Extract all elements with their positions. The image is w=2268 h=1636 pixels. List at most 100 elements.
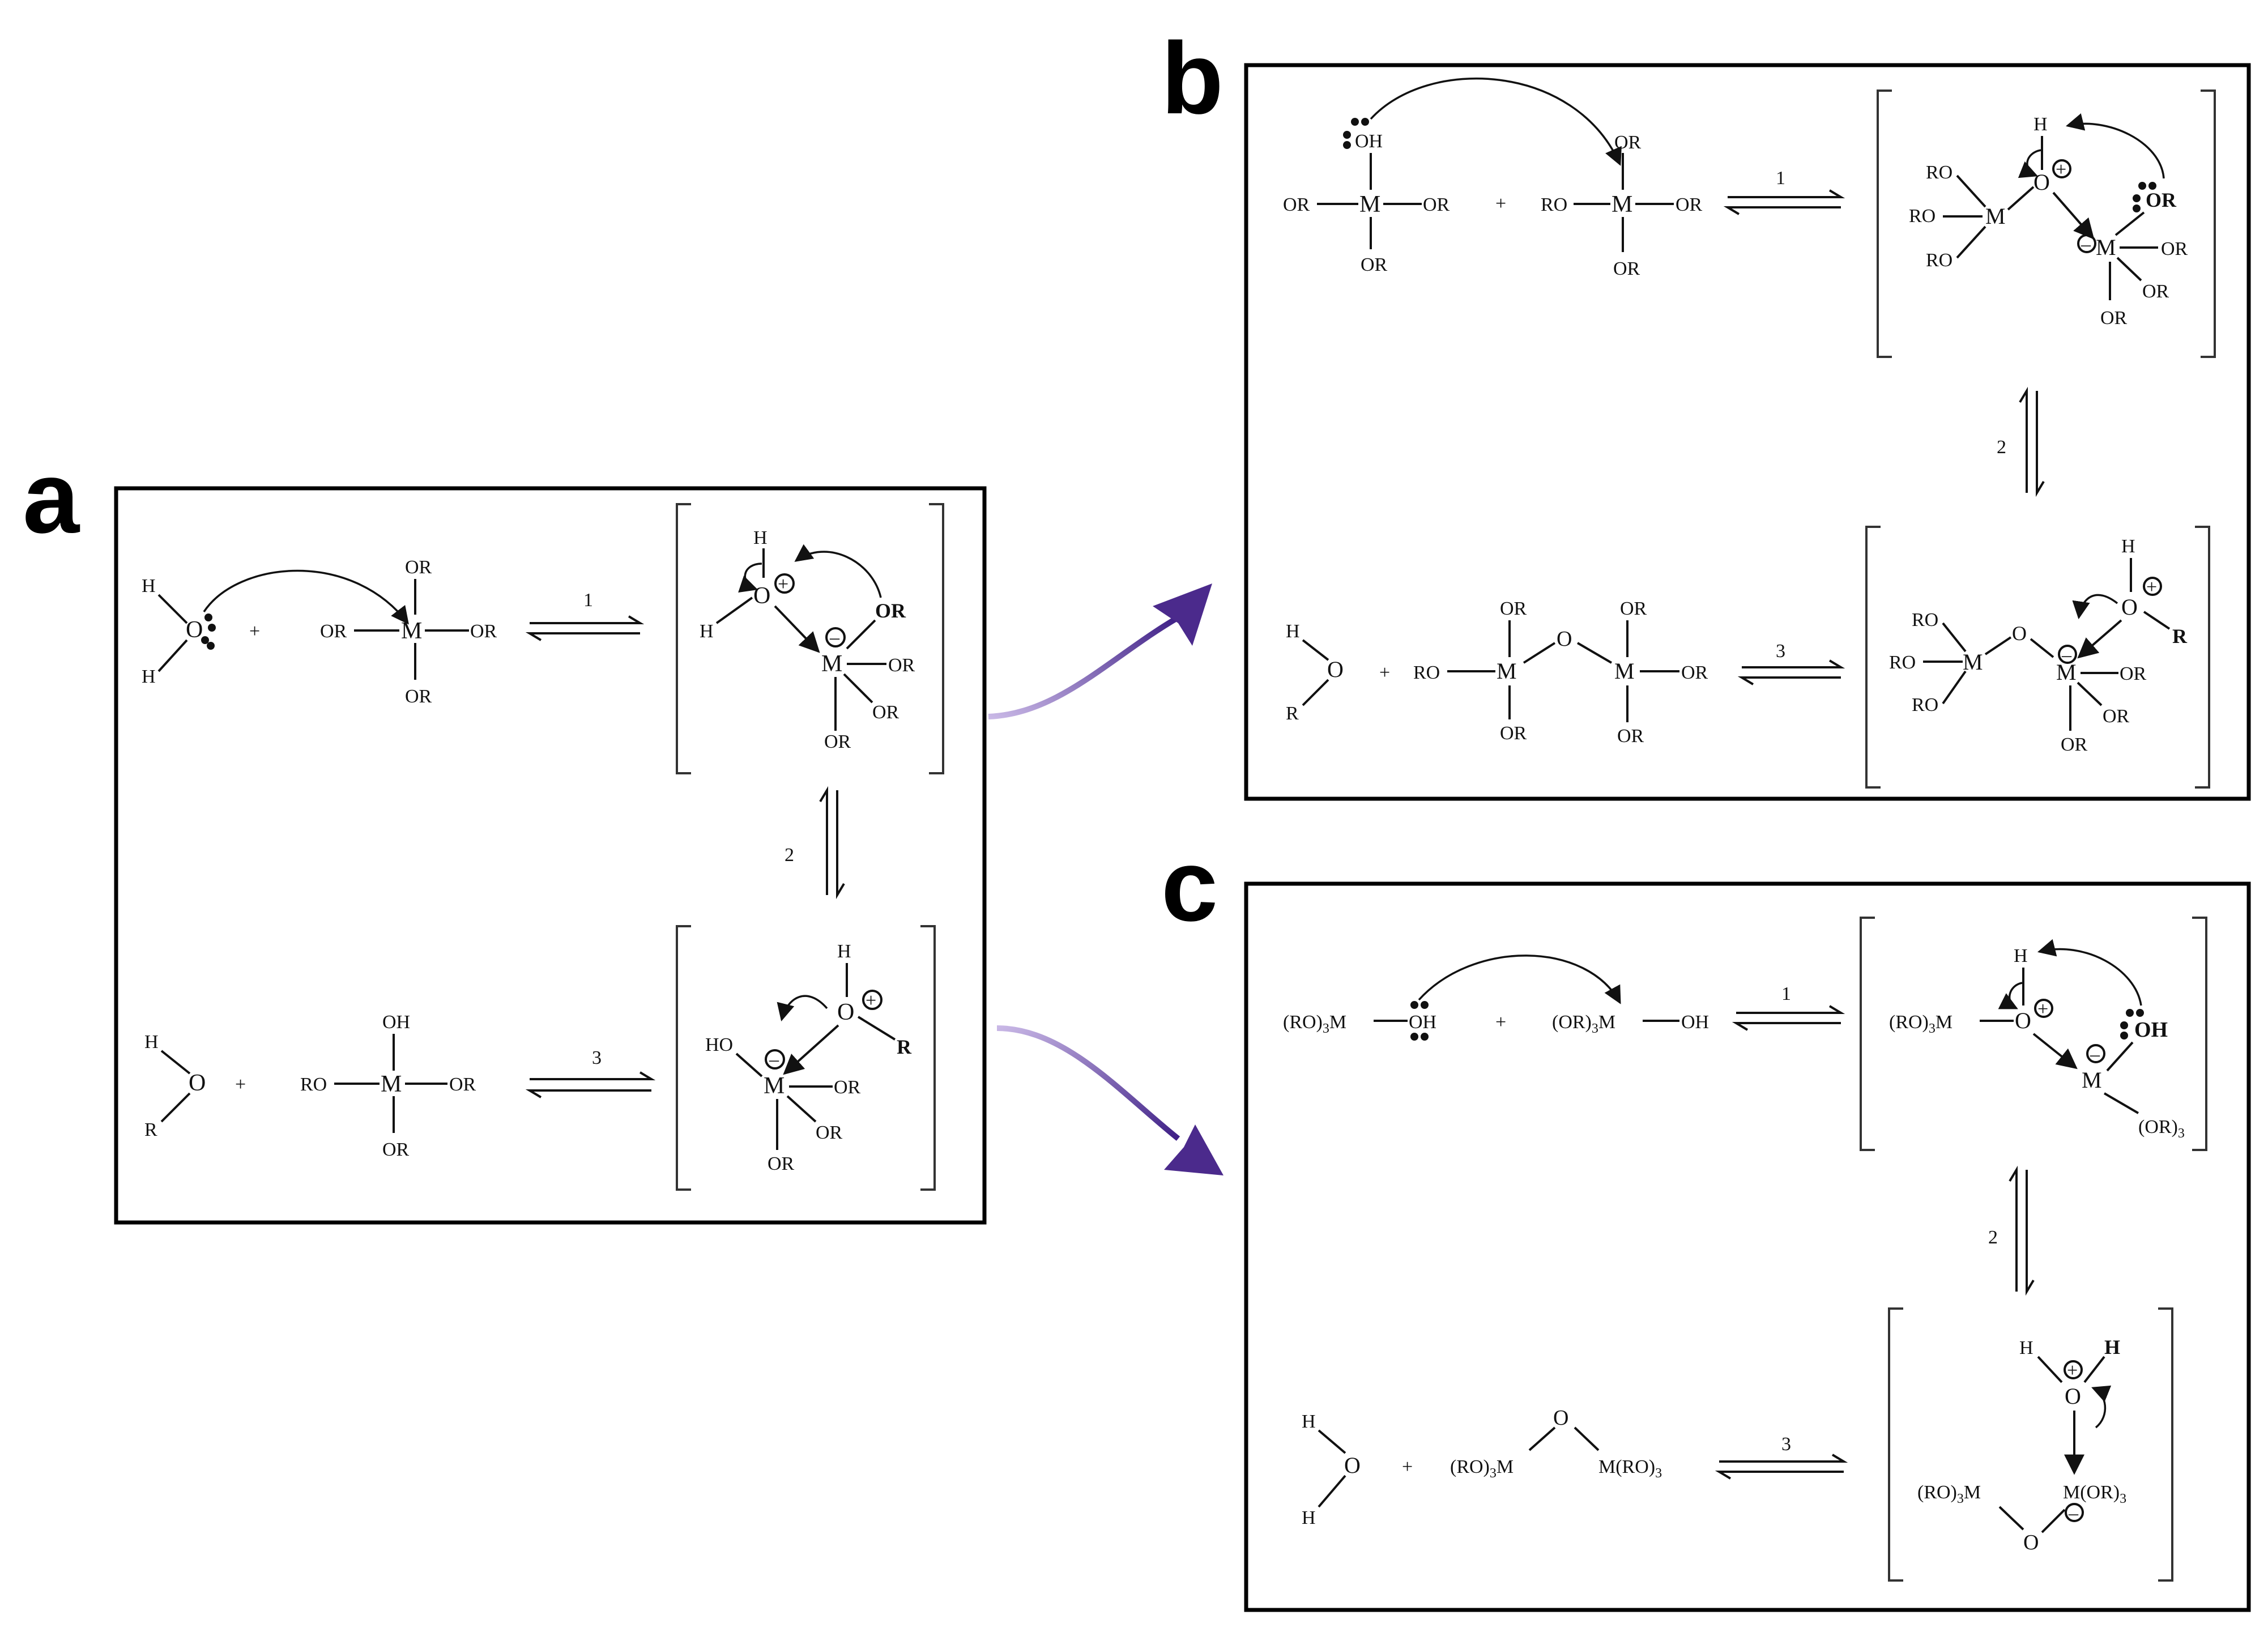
c-i1-or3: (OR) [2138, 1117, 2178, 1137]
c-intermediate-2: H H + O (RO)3M M(OR)3 – O [1888, 1307, 2173, 1582]
svg-text:–: – [2081, 234, 2091, 255]
a-equilibrium-1: 1 [525, 590, 645, 641]
a-i2-ho: HO [705, 1034, 733, 1055]
c-i1-ro3: (RO) [1889, 1012, 1929, 1033]
a-i2-o: O [837, 999, 854, 1025]
a-step-2: 2 [785, 845, 794, 866]
b-hydroxide-reactant: OH OR M OR OR [1283, 78, 1622, 275]
c-silanol-reactant-1: (RO)3M OH [1283, 955, 1621, 1041]
svg-text:(RO)3M: (RO)3M [1889, 1012, 1952, 1036]
b-i2-ro-3: RO [1912, 695, 1938, 715]
a-step-3: 3 [592, 1047, 602, 1068]
b-metal-alkoxide: OR RO M OR OR [1541, 132, 1703, 279]
c-i2-h-right: H [2104, 1336, 2120, 1358]
b-d-or-2r: OR [1681, 662, 1708, 683]
c-plus-1: + [1495, 1012, 1506, 1033]
a-equilibrium-2: 2 [785, 786, 845, 900]
b-equilibrium-1: 1 [1723, 168, 1845, 215]
a-metal-alkoxide: OR OR M OR OR [320, 557, 497, 707]
c-r1-oh: OH [1409, 1012, 1436, 1033]
b-i2-or-lower: OR [2103, 706, 2130, 727]
b-d-or-1t: OR [1500, 598, 1527, 619]
b-r2-or-bottom: OR [1613, 258, 1640, 279]
b-alcohol-product: H O R [1286, 621, 1344, 724]
c-i2-o: O [2065, 1383, 2081, 1409]
a-i1-h-left: H [700, 621, 714, 642]
a-i2-or-right: OR [834, 1077, 861, 1098]
b-plus-1: + [1495, 193, 1506, 214]
b-step-2: 2 [1997, 437, 2006, 458]
a-i2-r: R [897, 1036, 912, 1058]
b-r2-or-right: OR [1676, 194, 1703, 215]
b-i2-m-right: M [2056, 659, 2077, 685]
c-step-2: 2 [1988, 1227, 1998, 1248]
b-d-or-2t: OR [1620, 598, 1647, 619]
b-r1-or-left: OR [1283, 194, 1310, 215]
b-roh-r: R [1286, 703, 1299, 724]
a-hydroxide-product: OH RO M OR OR [300, 1012, 476, 1160]
b-plus-2: + [1379, 662, 1390, 683]
connector-arrow-a-to-c [996, 1025, 1180, 1141]
svg-text:–: – [2068, 1503, 2079, 1524]
panel-a-frame [114, 486, 987, 1225]
b-r2-ro-left: RO [1541, 194, 1567, 215]
a-p-or-bottom: OR [382, 1139, 410, 1160]
panel-b-scheme: OH OR M OR OR + OR RO M OR OR 1 [1283, 78, 2216, 789]
connector-arrowhead-a-to-b [1153, 583, 1212, 646]
b-equilibrium-2: 2 [1997, 386, 2045, 497]
c-w-h1: H [1302, 1411, 1316, 1432]
svg-text:–: – [829, 627, 840, 648]
b-r1-or-bottom: OR [1361, 254, 1388, 275]
b-i1-o: O [2033, 169, 2050, 195]
c-step-3: 3 [1781, 1434, 1791, 1455]
a-roh-o: O [189, 1070, 206, 1096]
a-i2-h: H [837, 941, 851, 962]
svg-text:–: – [2061, 645, 2072, 666]
panel-c-letter: c [1161, 829, 1218, 943]
a-alcohol-product: H O R [144, 1032, 206, 1140]
b-i2-o: O [2121, 594, 2138, 620]
a-i1-or-lower: OR [872, 702, 899, 723]
b-i1-m-right: M [2096, 235, 2116, 260]
a-roh-h: H [144, 1032, 159, 1053]
b-d-or-1b: OR [1500, 723, 1527, 744]
svg-text:M(RO)3: M(RO)3 [1598, 1456, 1662, 1481]
c-i2-ro3m: (RO) [1917, 1482, 1957, 1503]
b-r2-m: M [1612, 191, 1632, 218]
b-i1-or-bottom: OR [2100, 308, 2128, 329]
c-r2-or3: (OR) [1552, 1012, 1592, 1033]
panel-c-frame [1244, 881, 2251, 1612]
b-r1-or-right: OR [1423, 194, 1450, 215]
c-p-mro3: M(RO) [1598, 1456, 1655, 1477]
b-i1-ro-3: RO [1926, 250, 1952, 271]
panel-c-scheme: (RO)3M OH + (OR)3M OH 1 H (RO)3M O [1283, 917, 2207, 1582]
svg-text:(RO)3M: (RO)3M [1283, 1012, 1346, 1036]
a-i1-o: O [753, 583, 770, 609]
a-intermediate-2: H O + R HO – M OR OR OR [676, 925, 936, 1191]
b-r2-or-top: OR [1614, 132, 1642, 153]
b-i1-or-top: OR [2146, 189, 2177, 211]
c-i2-h-left: H [2019, 1337, 2033, 1358]
c-r2-oh: OH [1681, 1012, 1709, 1033]
a-equilibrium-3: 3 [525, 1047, 656, 1098]
a-i1-or-top: OR [875, 599, 906, 622]
b-d-o: O [1557, 627, 1572, 651]
svg-text:(OR)3: (OR)3 [2138, 1117, 2185, 1141]
a-water-reactant: H H O [142, 569, 409, 687]
c-i1-oh: OH [2134, 1018, 2168, 1042]
a-i1-or-bottom: OR [824, 731, 851, 752]
c-intermediate-1: H (RO)3M O + – M (OR)3 OH [1860, 917, 2207, 1151]
a-water-h1: H [142, 576, 156, 597]
c-p-ro3m: (RO) [1450, 1456, 1490, 1477]
b-d-m2: M [1614, 658, 1635, 684]
c-p-o: O [1553, 1406, 1568, 1430]
b-i1-m-left: M [1985, 203, 2006, 229]
a-i1-m: M [821, 651, 842, 677]
b-step-3: 3 [1776, 641, 1785, 662]
c-plus-2: + [1402, 1456, 1413, 1477]
a-or-right: OR [470, 621, 497, 642]
b-d-m1: M [1497, 658, 1517, 684]
c-w-h2: H [1302, 1507, 1316, 1528]
svg-text:(OR)3M: (OR)3M [1552, 1012, 1615, 1036]
